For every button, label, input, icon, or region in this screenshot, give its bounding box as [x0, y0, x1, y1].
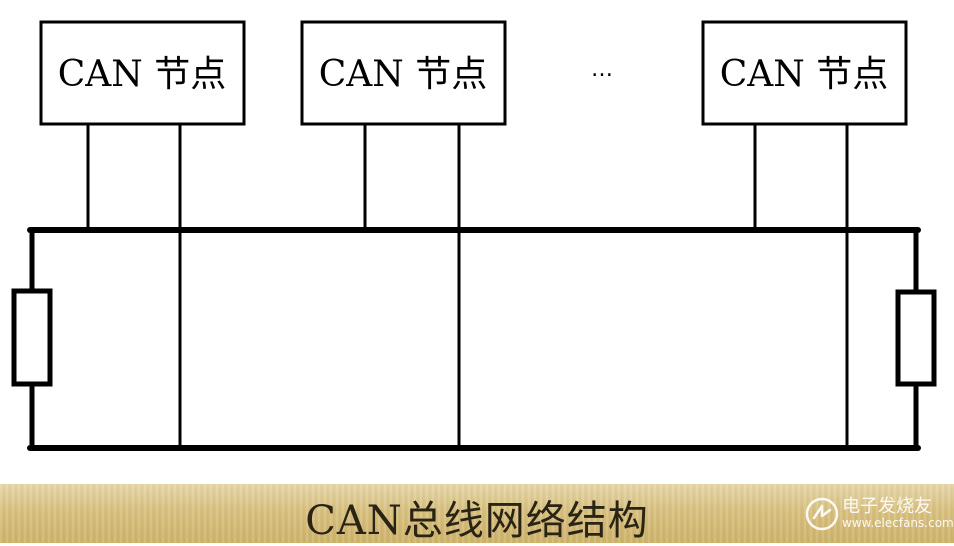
can-node-box-1	[39, 20, 246, 126]
left-terminator-resistor	[11, 288, 53, 387]
watermark: 电子发烧友 www.elecfans.com	[804, 492, 954, 536]
diagram-caption: CAN总线网络结构	[305, 498, 649, 544]
caption-bar: CAN总线网络结构 电子发烧友 www.elecfans.com	[0, 484, 954, 544]
can-node-box-3	[701, 20, 908, 126]
can-node-label-2: CAN 节点	[319, 54, 488, 95]
can-node-box-2	[300, 20, 507, 126]
watermark-name: 电子发烧友	[842, 496, 932, 517]
can-node-label-3: CAN 节点	[720, 54, 889, 95]
right-terminator-resistor	[895, 289, 937, 387]
can-node-label-1: CAN 节点	[58, 54, 227, 95]
elecfans-logo-icon	[805, 497, 839, 531]
ellipsis: …	[591, 57, 613, 82]
watermark-url: www.elecfans.com	[842, 516, 954, 530]
can-bus-diagram: CAN 节点 CAN 节点 CAN 节点 …	[11, 20, 937, 451]
